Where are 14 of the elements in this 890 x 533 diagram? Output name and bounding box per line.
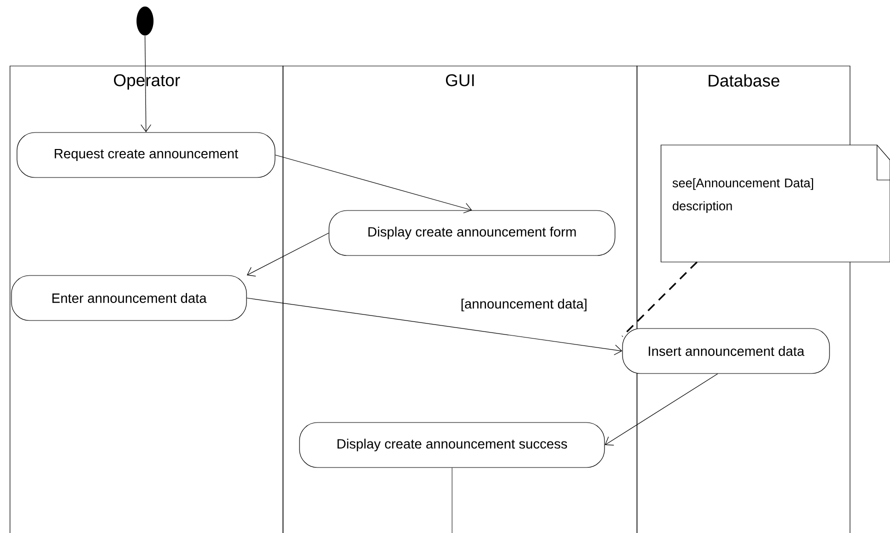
activity-box: Enter announcement data [11, 275, 247, 321]
arrow [246, 298, 622, 356]
arrow [140, 35, 152, 132]
note-anchor-line [622, 261, 698, 337]
note: see[Announcement Data] description [660, 144, 890, 262]
activity-box: Insert announcement data [622, 328, 830, 374]
activity-box: Display create announcement form [328, 210, 616, 256]
arrow [275, 154, 472, 214]
start-dot [136, 6, 154, 36]
activity-box: Display create announcement success [299, 422, 605, 468]
arrow [604, 374, 718, 446]
edge-label: [announcement data] [460, 298, 588, 312]
activity-box: Request create announcement [16, 132, 276, 178]
arrow [246, 232, 329, 276]
